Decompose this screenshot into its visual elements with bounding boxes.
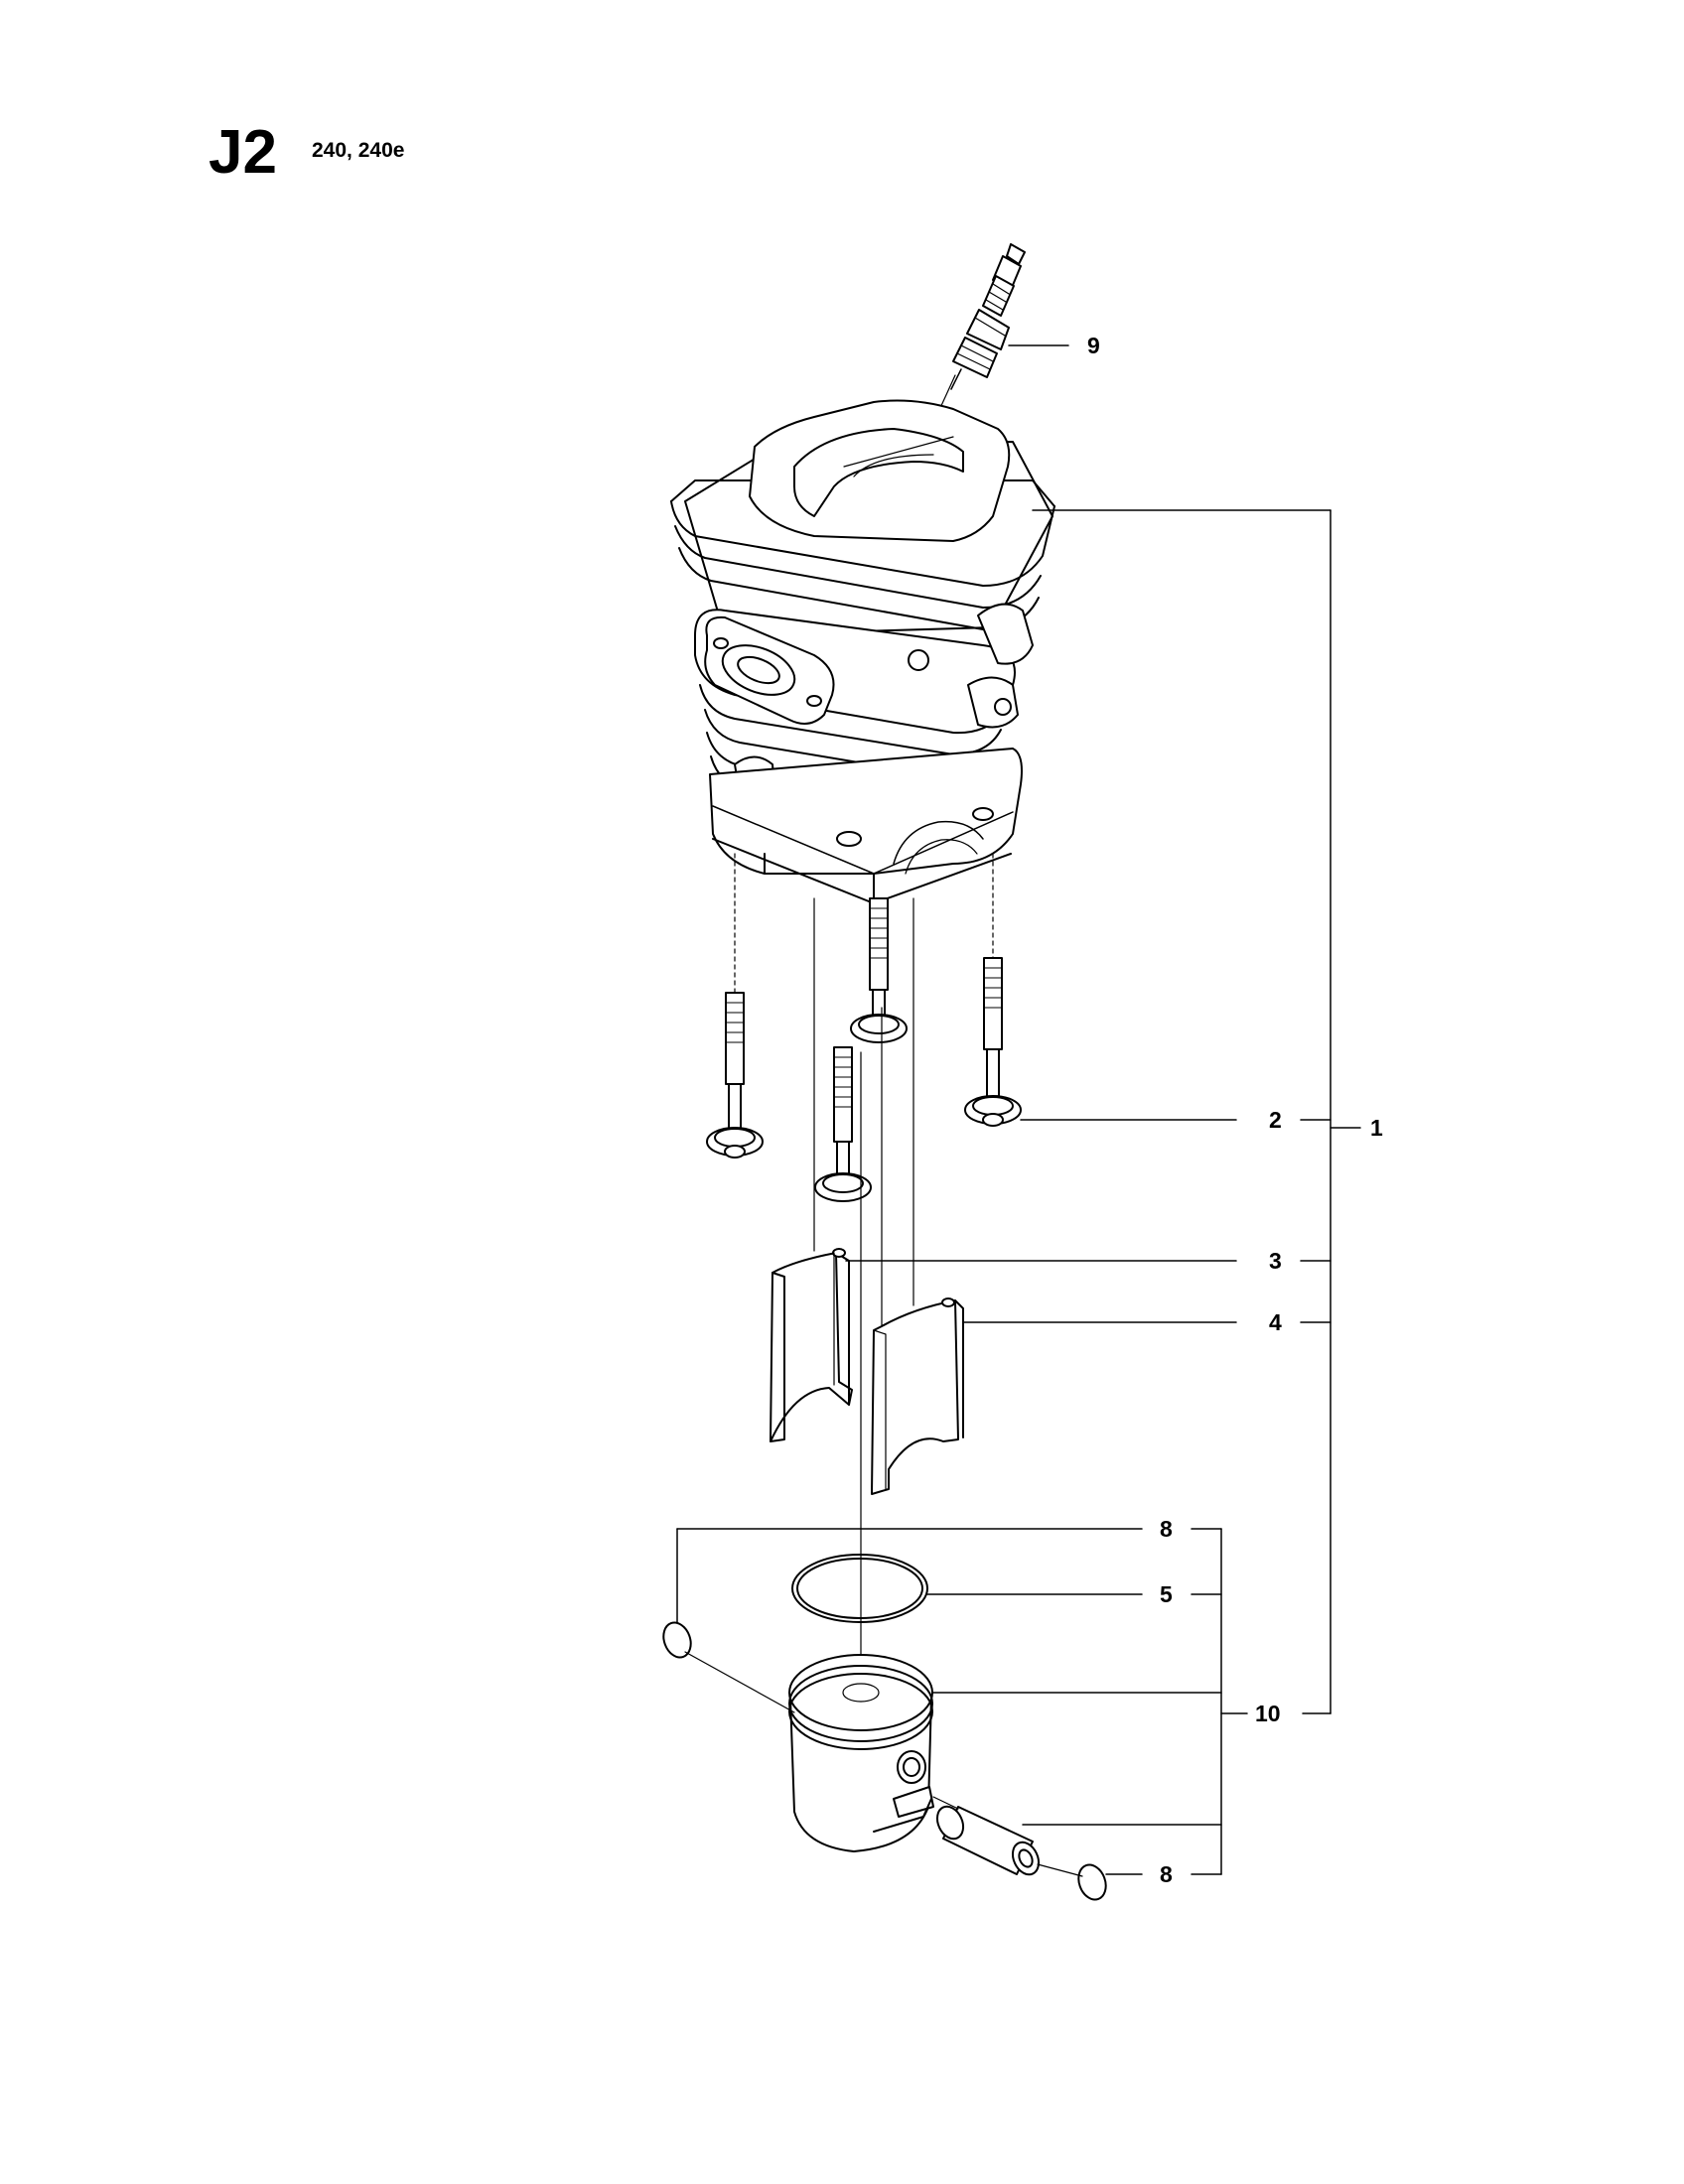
- circlip-left: [662, 1621, 795, 1713]
- cylinder-bolt-2: [964, 853, 1022, 1127]
- callout-2: 2: [1269, 1107, 1282, 1133]
- circlip-right: [1037, 1863, 1107, 1901]
- cylinder: [670, 399, 1055, 929]
- cylinder-spacer-4: [871, 1297, 964, 1495]
- piston: [788, 1654, 934, 1852]
- callout-1: 1: [1370, 1115, 1383, 1141]
- model-list: 240, 240e: [312, 139, 405, 162]
- cylinder-bolt-1: [706, 853, 764, 1159]
- piston-ring: [791, 1554, 928, 1623]
- cylinder-spacer-3: [770, 1248, 853, 1442]
- callout-9: 9: [1087, 333, 1100, 358]
- callout-10: 10: [1255, 1701, 1281, 1726]
- callout-3: 3: [1269, 1248, 1282, 1274]
- callout-8-top: 8: [1160, 1516, 1173, 1542]
- piston-pin: [932, 1796, 1041, 1876]
- callout-5: 5: [1160, 1581, 1173, 1607]
- callout-4: 4: [1269, 1309, 1282, 1335]
- section-code: J2: [209, 118, 277, 187]
- callout-8-bottom: 8: [1160, 1861, 1173, 1887]
- cylinder-bolt-3: [850, 897, 908, 1043]
- spark-plug: [950, 243, 1026, 390]
- leader-lines: [676, 344, 1361, 1875]
- cylinder-bolt-4: [814, 1046, 872, 1202]
